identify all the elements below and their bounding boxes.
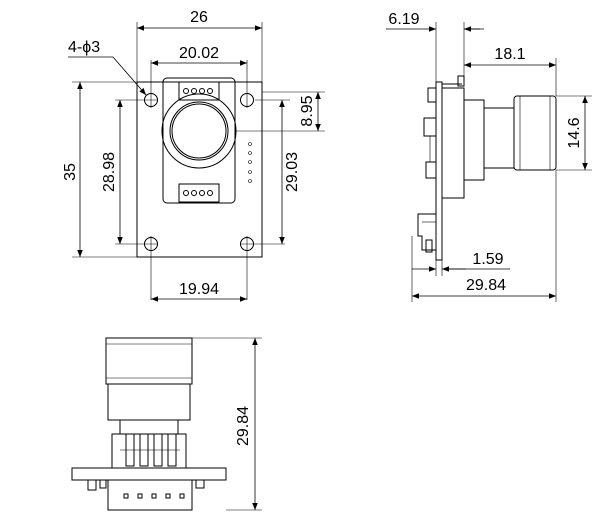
dim-total-depth: 29.84 xyxy=(411,170,557,302)
bottom-lens-cap xyxy=(105,337,193,385)
dim-label-lens-offset: 8.95 xyxy=(299,95,316,126)
side-connector-pins xyxy=(423,75,465,179)
dim-board-thickness: 1.59 xyxy=(412,250,510,276)
side-bottom-connector xyxy=(417,213,437,253)
dim-hole-spacing-top: 20.02 xyxy=(151,45,247,66)
lens-inner-ring xyxy=(169,101,229,161)
side-lens-cap xyxy=(513,95,557,171)
board-outline xyxy=(136,81,263,258)
bottom-connector xyxy=(178,183,220,203)
dim-lens-length: 18.1 xyxy=(464,46,557,96)
top-connector-pins xyxy=(183,88,213,94)
dim-label-board-thickness: 1.59 xyxy=(472,251,503,268)
dim-label-lens-length: 18.1 xyxy=(494,46,525,63)
bottom-connector-pins xyxy=(183,190,213,196)
dim-hole-spacing-right: 29.03 xyxy=(279,100,301,244)
lens-glass xyxy=(171,103,227,159)
side-board xyxy=(435,81,443,261)
bottom-holder-pins xyxy=(120,433,180,467)
bottom-holder xyxy=(111,433,187,469)
dim-label-board-height: 35 xyxy=(62,163,79,181)
dim-label-hole-spacing-top: 20.02 xyxy=(179,45,219,62)
dim-total-height: 29.84 xyxy=(192,337,262,511)
dim-label-hole-spacing-left: 28.98 xyxy=(101,152,118,192)
side-lens-barrel xyxy=(483,107,515,169)
top-connector xyxy=(178,81,220,101)
lens-outer-ring xyxy=(161,93,237,169)
bottom-connector-pins xyxy=(123,493,185,499)
side-holder-neck xyxy=(463,99,485,181)
hole-note: 4-ϕ3 xyxy=(68,39,147,96)
bottom-lens-barrel xyxy=(107,383,191,421)
bottom-view: 29.84 xyxy=(71,337,262,511)
dim-label-total-height: 29.84 xyxy=(235,406,252,446)
dim-label-hole-spacing-right: 29.03 xyxy=(284,152,301,192)
dim-label-board-width: 26 xyxy=(190,9,208,26)
dim-label-board-offset: 6.19 xyxy=(388,11,419,28)
dim-label-hole-spacing-bottom: 19.94 xyxy=(179,281,219,298)
dim-lens-offset: 8.95 xyxy=(236,91,325,132)
hole-note-label: 4-ϕ3 xyxy=(68,39,100,56)
dim-hole-spacing-left: 28.98 xyxy=(101,100,123,244)
dim-board-offset: 6.19 xyxy=(386,11,484,82)
dim-label-lens-diameter: 14.6 xyxy=(566,117,583,148)
led-dots xyxy=(248,142,252,183)
dim-lens-diameter: 14.6 xyxy=(556,95,592,171)
bottom-holder-neck xyxy=(119,419,179,435)
bottom-board xyxy=(71,467,227,481)
side-view: 6.19 18.1 14.6 1.59 29.84 xyxy=(386,11,592,302)
front-view: 26 20.02 4-ϕ3 35 28.98 29.03 xyxy=(62,9,325,302)
dim-hole-spacing-bottom: 19.94 xyxy=(151,281,247,302)
bottom-connector xyxy=(107,479,193,511)
hole-center-lines xyxy=(115,60,290,300)
dim-label-total-depth: 29.84 xyxy=(466,277,506,294)
dim-board-width: 26 xyxy=(136,9,263,82)
bottom-side-parts xyxy=(87,479,205,491)
side-holder xyxy=(441,87,465,199)
dim-board-height: 35 xyxy=(62,81,137,258)
